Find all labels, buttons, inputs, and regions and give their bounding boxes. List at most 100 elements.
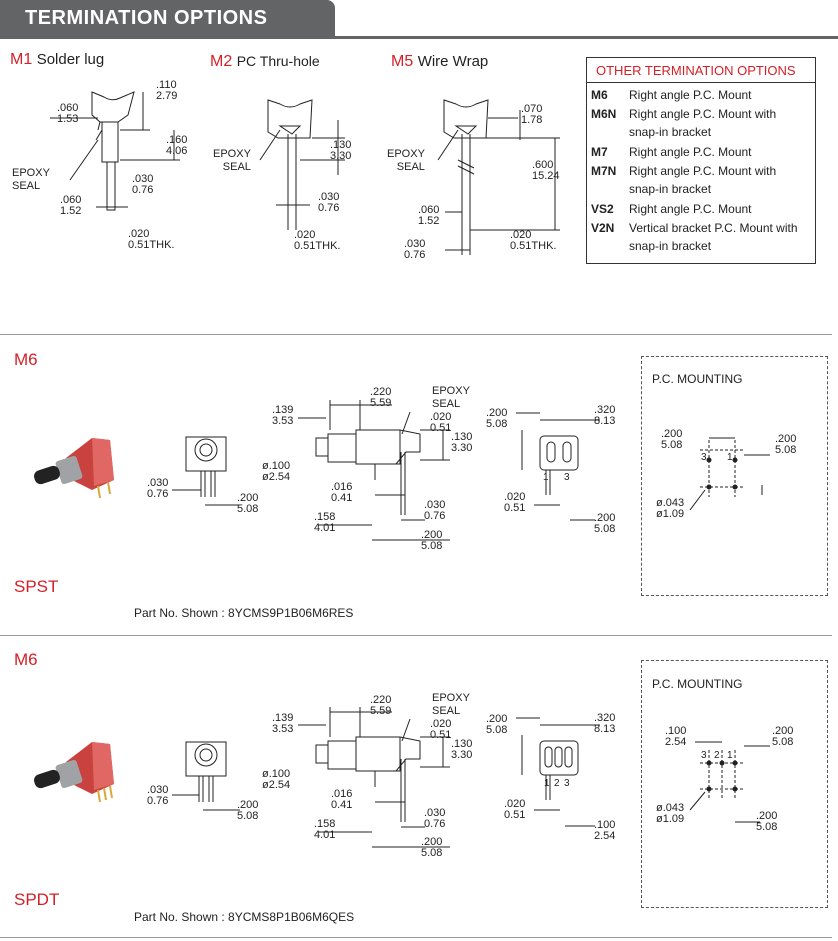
- option-desc: Right angle P.C. Mount with snap-in brac…: [629, 107, 777, 139]
- dim-020: .020 0.51: [504, 491, 526, 514]
- dim-016: .016 0.41: [331, 788, 353, 811]
- section-code: M6: [14, 350, 38, 369]
- other-option-row: M7 Right angle P.C. Mount: [591, 143, 809, 161]
- part-number: Part No. Shown : 8YCMS8P1B06M6QES: [134, 910, 355, 924]
- dim-200b: .200 5.08: [775, 433, 797, 456]
- option-code: M7: [591, 145, 608, 159]
- option-desc: Right angle P.C. Mount with snap-in brac…: [629, 164, 777, 196]
- pin-label: 1: [727, 452, 733, 463]
- dim-020: .020 0.51: [430, 718, 452, 741]
- dim-m1-020: .020 0.51THK.: [128, 228, 175, 251]
- option-code: M6: [591, 88, 608, 102]
- section-title: TERMINATION OPTIONS: [25, 7, 268, 29]
- dim-220: .220 5.59: [370, 694, 392, 717]
- dim-200b: .200 5.08: [756, 810, 778, 833]
- option-label: PC Thru-hole: [236, 53, 320, 69]
- option-desc: Right angle P.C. Mount: [629, 88, 752, 102]
- switch-photo-spst: [34, 438, 114, 499]
- section-divider: [0, 334, 832, 335]
- dim-100: .100 2.54: [594, 819, 616, 842]
- dim-200: .200 5.08: [772, 725, 794, 748]
- other-option-row: M6 Right angle P.C. Mount: [591, 86, 809, 104]
- option-label: Solder lug: [36, 51, 105, 68]
- dim-m2-030: .030 0.76: [318, 191, 340, 214]
- dim-200: .200 5.08: [486, 407, 508, 430]
- dim-m5-060: .060 1.52: [418, 204, 440, 227]
- pc-mounting-box: [641, 356, 828, 596]
- dim-220: .220 5.59: [370, 386, 392, 409]
- dim-m5-030: .030 0.76: [404, 238, 426, 261]
- pin-label: 3: [701, 452, 707, 463]
- dim-m1-110: .110 2.79: [156, 79, 178, 102]
- other-options-title: OTHER TERMINATION OPTIONS: [596, 63, 796, 78]
- pin-label: 3: [701, 750, 707, 761]
- option-desc: Right angle P.C. Mount: [629, 145, 752, 159]
- pc-mounting-box: [641, 660, 828, 908]
- part-number: Part No. Shown : 8YCMS9P1B06M6RES: [134, 606, 354, 620]
- option-code: M2: [210, 53, 233, 70]
- other-option-row: VS2 Right angle P.C. Mount: [591, 200, 809, 218]
- dim-030: .030 0.76: [147, 784, 169, 807]
- pin-label: 3: [564, 778, 570, 789]
- epoxy-seal-label: EPOXY SEAL: [387, 148, 425, 173]
- pole-type: SPDT: [14, 890, 60, 909]
- dim-320: .320 8.13: [594, 404, 616, 427]
- epoxy-seal-label: EPOXY SEAL: [432, 692, 470, 717]
- option-m5-heading: M5 Wire Wrap: [391, 53, 488, 71]
- dim-030b: .030 0.76: [424, 499, 446, 522]
- dim-m1-060a: .060 1.53: [57, 102, 79, 125]
- dim-030: .030 0.76: [147, 477, 169, 500]
- option-label: Wire Wrap: [417, 53, 489, 70]
- option-code: M5: [391, 53, 414, 70]
- pole-type: SPST: [14, 577, 59, 596]
- dim-m5-020: .020 0.51THK.: [510, 229, 557, 252]
- dim-200: .200 5.08: [237, 799, 259, 822]
- option-m1-heading: M1 Solder lug: [10, 51, 104, 69]
- dim-200b: .200 5.08: [594, 512, 616, 535]
- other-options-divider: [586, 82, 816, 83]
- switch-photo-spdt: [34, 742, 114, 803]
- dim-m2-130: .130 3.30: [330, 139, 352, 162]
- option-code: VS2: [591, 202, 614, 216]
- dim-200: .200 5.08: [661, 428, 683, 451]
- section-divider: [0, 635, 832, 636]
- dim-m1-160: .160 4.06: [166, 134, 188, 157]
- section-header-bar: [0, 0, 335, 38]
- dim-158: .158 4.01: [314, 818, 336, 841]
- pin-label: 1: [543, 472, 549, 483]
- dim-m2-020: .020 0.51THK.: [294, 229, 341, 252]
- dim-dia-043: ø.043 ø1.09: [656, 802, 685, 825]
- other-option-row: M7N Right angle P.C. Mount with snap-in b…: [591, 162, 809, 198]
- option-code: M7N: [591, 164, 617, 178]
- dim-200: .200 5.08: [237, 492, 259, 515]
- pc-mounting-title: P.C. MOUNTING: [652, 372, 743, 386]
- epoxy-seal-label: EPOXY SEAL: [432, 385, 470, 410]
- dim-m1-060b: .060 1.52: [60, 194, 82, 217]
- pin-label: 1: [544, 778, 550, 789]
- option-desc: Right angle P.C. Mount: [629, 202, 752, 216]
- dim-320: .320 8.13: [594, 712, 616, 735]
- dim-130: .130 3.30: [451, 738, 473, 761]
- section-divider: [0, 937, 832, 938]
- other-option-row: V2N Vertical bracket P.C. Mount with snap…: [591, 219, 809, 255]
- dim-dia-100: ø.100 ø2.54: [262, 460, 291, 483]
- dim-dia-043: ø.043 ø1.09: [656, 497, 685, 520]
- dim-130: .130 3.30: [451, 431, 473, 454]
- dim-m5-600: .600 15.24: [532, 159, 560, 182]
- option-code: M6N: [591, 107, 617, 121]
- option-code: V2N: [591, 221, 615, 235]
- option-desc: Vertical bracket P.C. Mount with snap-in…: [629, 221, 798, 253]
- dim-200b: .200 5.08: [421, 836, 443, 859]
- epoxy-seal-label: EPOXY SEAL: [12, 167, 50, 192]
- dim-dia-100: ø.100 ø2.54: [262, 768, 291, 791]
- option-code: M1: [10, 51, 33, 68]
- dim-020: .020 0.51: [430, 411, 452, 434]
- dim-139: .139 3.53: [272, 404, 294, 427]
- header-rule: [0, 36, 838, 39]
- dim-100: .100 2.54: [665, 725, 687, 748]
- pin-label: 1: [727, 750, 733, 761]
- option-m2-heading: M2 PC Thru-hole: [210, 53, 320, 71]
- section-code: M6: [14, 650, 38, 669]
- dim-200b: .200 5.08: [421, 529, 443, 552]
- dim-m1-030: .030 0.76: [132, 173, 154, 196]
